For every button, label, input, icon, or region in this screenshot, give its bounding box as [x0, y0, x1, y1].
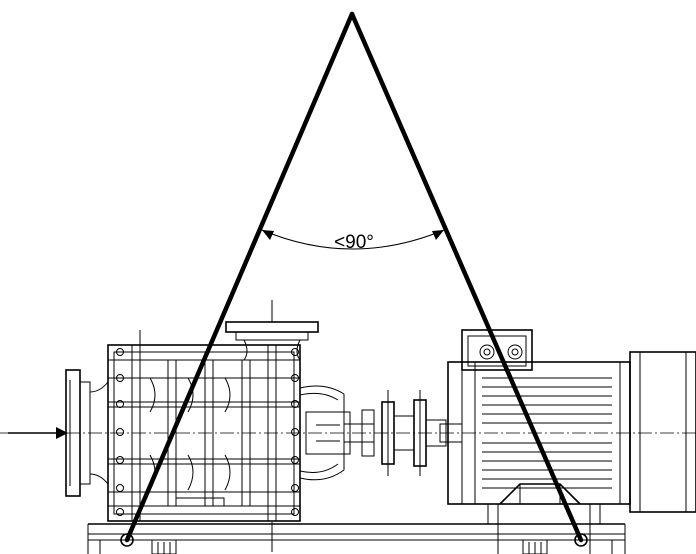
sling-right: [349, 11, 584, 543]
angle-label: <90°: [334, 232, 374, 253]
lifting-hole-left: [120, 533, 134, 547]
lifting-hole-right: [574, 533, 588, 547]
fan-cover: [629, 351, 696, 513]
bearing-bracket: [299, 385, 351, 481]
base-slot-right: [522, 539, 548, 554]
inlet-arrow: [8, 427, 68, 439]
pump-body: [107, 330, 301, 552]
coupling: [343, 390, 463, 476]
motor-feet: [487, 483, 601, 554]
sling-left: [124, 11, 355, 543]
outlet-flange: [225, 300, 319, 361]
base-slot-left: [151, 539, 177, 554]
motor: [447, 329, 696, 554]
pump: [65, 300, 463, 552]
inlet-flange: [65, 369, 109, 497]
terminal-box: [461, 329, 533, 371]
base-frame: [87, 523, 626, 554]
lifting-slings: [124, 11, 584, 543]
angle-indicator: <90°: [261, 229, 445, 253]
